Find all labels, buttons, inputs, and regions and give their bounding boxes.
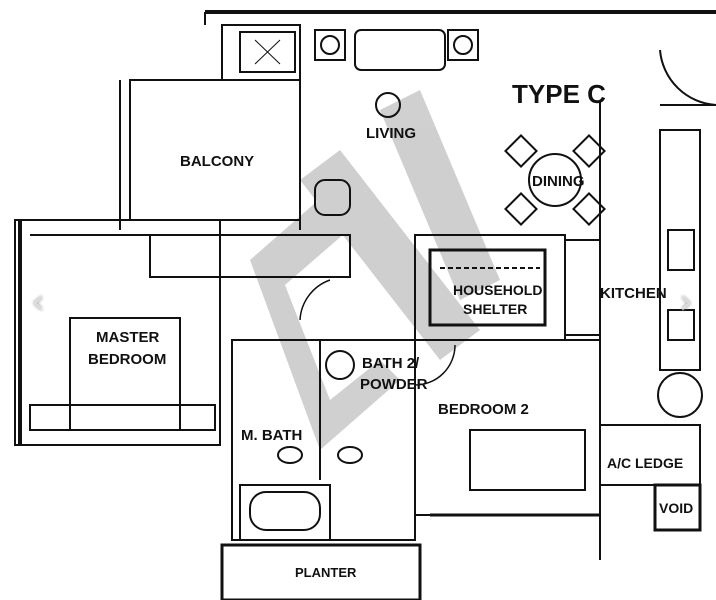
chevron-left-icon: ‹ (31, 282, 45, 322)
carousel-next-button[interactable]: › (674, 282, 698, 322)
room-label-master-bedroom-line2: BEDROOM (88, 351, 166, 368)
room-label-master-bedroom-line1: MASTER (96, 329, 160, 346)
chevron-right-icon: › (679, 282, 693, 322)
room-label-ac-ledge: A/C LEDGE (607, 455, 683, 471)
room-label-household-shelter-line1: HOUSEHOLD (453, 282, 542, 298)
room-label-bedroom2: BEDROOM 2 (438, 401, 529, 418)
plan-title: TYPE C (512, 79, 606, 109)
room-label-kitchen: KITCHEN (600, 285, 667, 302)
room-label-living: LIVING (366, 125, 416, 142)
room-label-void: VOID (659, 500, 693, 516)
walls (14, 10, 716, 600)
room-label-bath2-line1: BATH 2/ (362, 355, 420, 372)
watermark-logo (250, 90, 500, 450)
room-label-dining: DINING (532, 173, 585, 190)
room-label-m-bath: M. BATH (241, 427, 302, 444)
room-label-bath2-line2: POWDER (360, 376, 428, 393)
carousel-prev-button[interactable]: ‹ (26, 282, 50, 322)
room-label-household-shelter-line2: SHELTER (463, 301, 527, 317)
room-label-planter: PLANTER (295, 565, 357, 580)
room-label-balcony: BALCONY (180, 153, 254, 170)
